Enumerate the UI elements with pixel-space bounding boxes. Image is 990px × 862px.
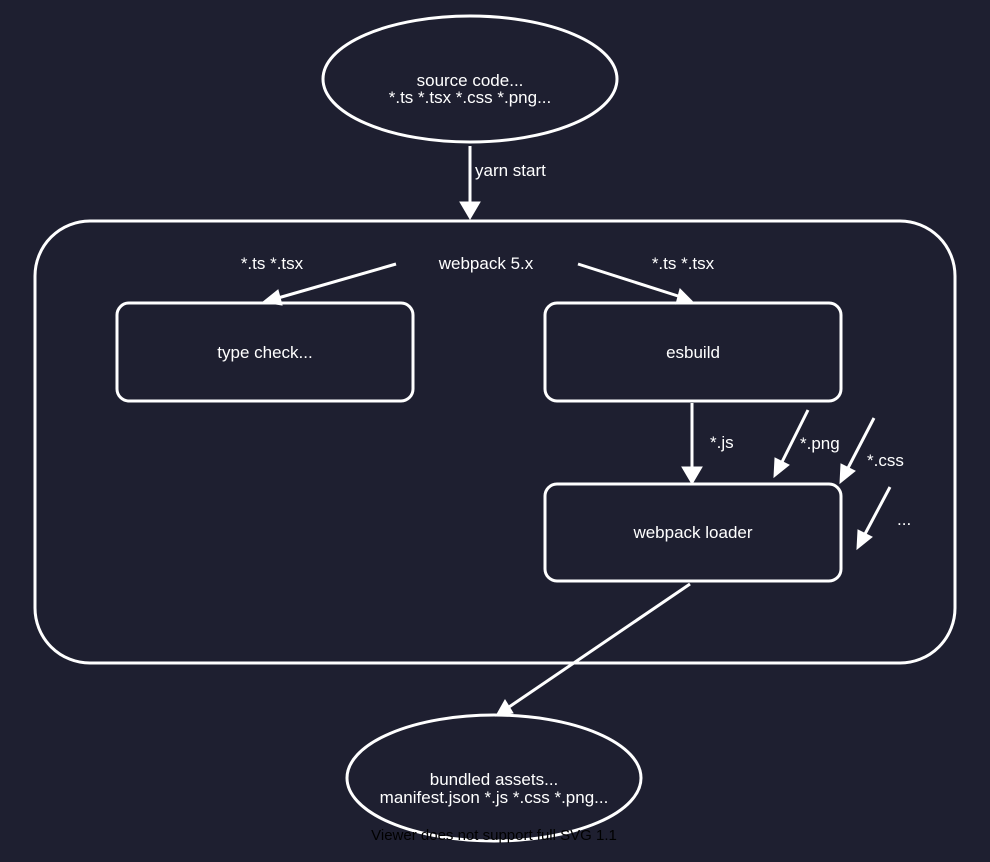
edge-yarn-start-arrowhead [459,201,481,220]
bundled-assets-files: manifest.json *.js *.css *.png... [380,788,609,807]
edge-to-bundled [508,582,691,709]
webpack-loader-node [543,482,843,583]
esbuild-label: esbuild [666,343,720,362]
edge-more [863,486,892,535]
edge-js-label: *.js [710,433,734,452]
edge-png [780,409,810,463]
source-code-node [321,14,619,144]
edge-more-label: ... [897,510,911,529]
webpack-loader-label: webpack loader [632,523,752,542]
type-check-node [115,301,415,403]
esbuild-node [543,301,843,403]
edge-more-arrowhead [856,529,873,551]
edge-to-esbuild [577,262,679,298]
webpack-container-label: webpack 5.x [438,254,534,273]
edge-yarn-start-label: yarn start [475,161,546,180]
source-code-files: *.ts *.tsx *.css *.png... [389,88,552,107]
edge-png-label: *.png [800,434,840,453]
edge-png-arrowhead [773,457,790,479]
edge-to-esbuild-label: *.ts *.tsx [652,254,715,273]
edge-css [846,417,876,469]
edge-to-type-check [277,262,397,300]
edge-css-label: *.css [867,451,904,470]
viewer-warning: Viewer does not support full SVG 1.1 [371,827,617,844]
bundled-assets-node [345,713,643,843]
edge-to-type-check-label: *.ts *.tsx [241,254,304,273]
edge-css-arrowhead [839,463,856,485]
edge-js-arrowhead [681,466,703,485]
bundled-assets-title: bundled assets... [430,770,559,789]
webpack-container [33,219,957,665]
type-check-label: type check... [217,343,312,362]
source-code-title: source code... [417,71,524,90]
